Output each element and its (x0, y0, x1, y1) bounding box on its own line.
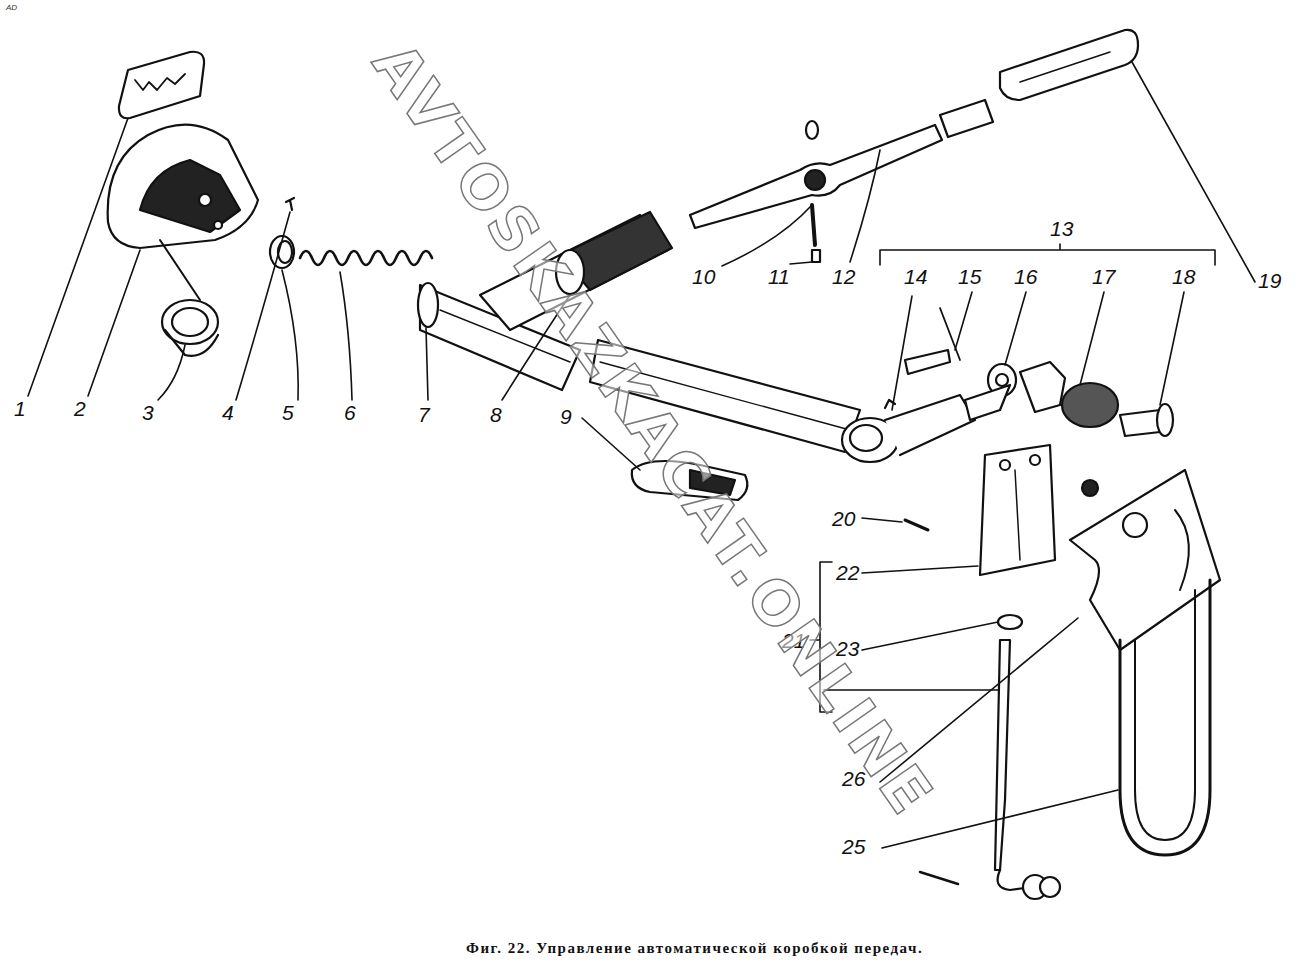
callout-number: 18 (1172, 266, 1195, 287)
corner-mark: AD (6, 3, 17, 12)
callout-number: 1 (14, 398, 26, 419)
callout-number: 10 (692, 266, 715, 287)
callout-number: 2 (74, 398, 86, 419)
callout-number: 20 (832, 508, 855, 529)
callout-number: 5 (282, 402, 294, 423)
callout-number: 15 (958, 266, 981, 287)
callout-number: 9 (560, 406, 572, 427)
callout-number: 13 (1050, 218, 1073, 239)
callout-number: 11 (768, 266, 790, 287)
callout-number: 8 (490, 404, 502, 425)
callout-number: 25 (842, 836, 865, 857)
callout-number: 17 (1092, 266, 1115, 287)
callout-number: 19 (1258, 270, 1281, 291)
callout-number: 14 (904, 266, 927, 287)
callout-number: 16 (1014, 266, 1037, 287)
callout-number: 22 (836, 562, 859, 583)
figure-caption: Фиг. 22. Управление автоматической короб… (466, 940, 923, 957)
callout-number: 3 (142, 402, 154, 423)
callout-number: 4 (222, 402, 234, 423)
callout-number: 7 (418, 404, 430, 425)
callout-number: 6 (344, 402, 356, 423)
callout-number: 12 (832, 266, 855, 287)
